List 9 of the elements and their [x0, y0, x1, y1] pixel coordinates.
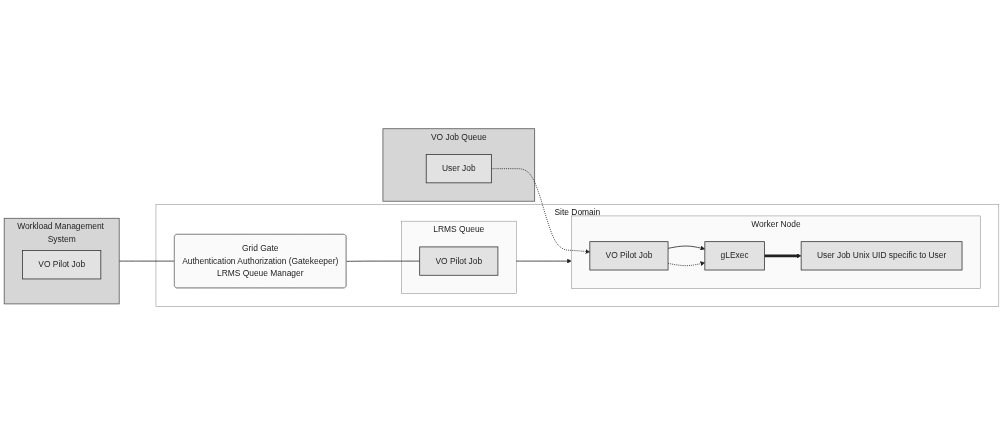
node-box: VO Pilot Job [589, 241, 669, 271]
node-box: User Job [425, 154, 492, 184]
arrow [764, 253, 802, 259]
node-box: VO Pilot Job [22, 250, 102, 280]
connector [346, 260, 421, 262]
node-box: gLExec [704, 241, 765, 271]
node-box: VO Pilot Job [419, 246, 499, 276]
connector [118, 260, 175, 262]
node-box: User Job Unix UID specific to User [800, 241, 963, 271]
